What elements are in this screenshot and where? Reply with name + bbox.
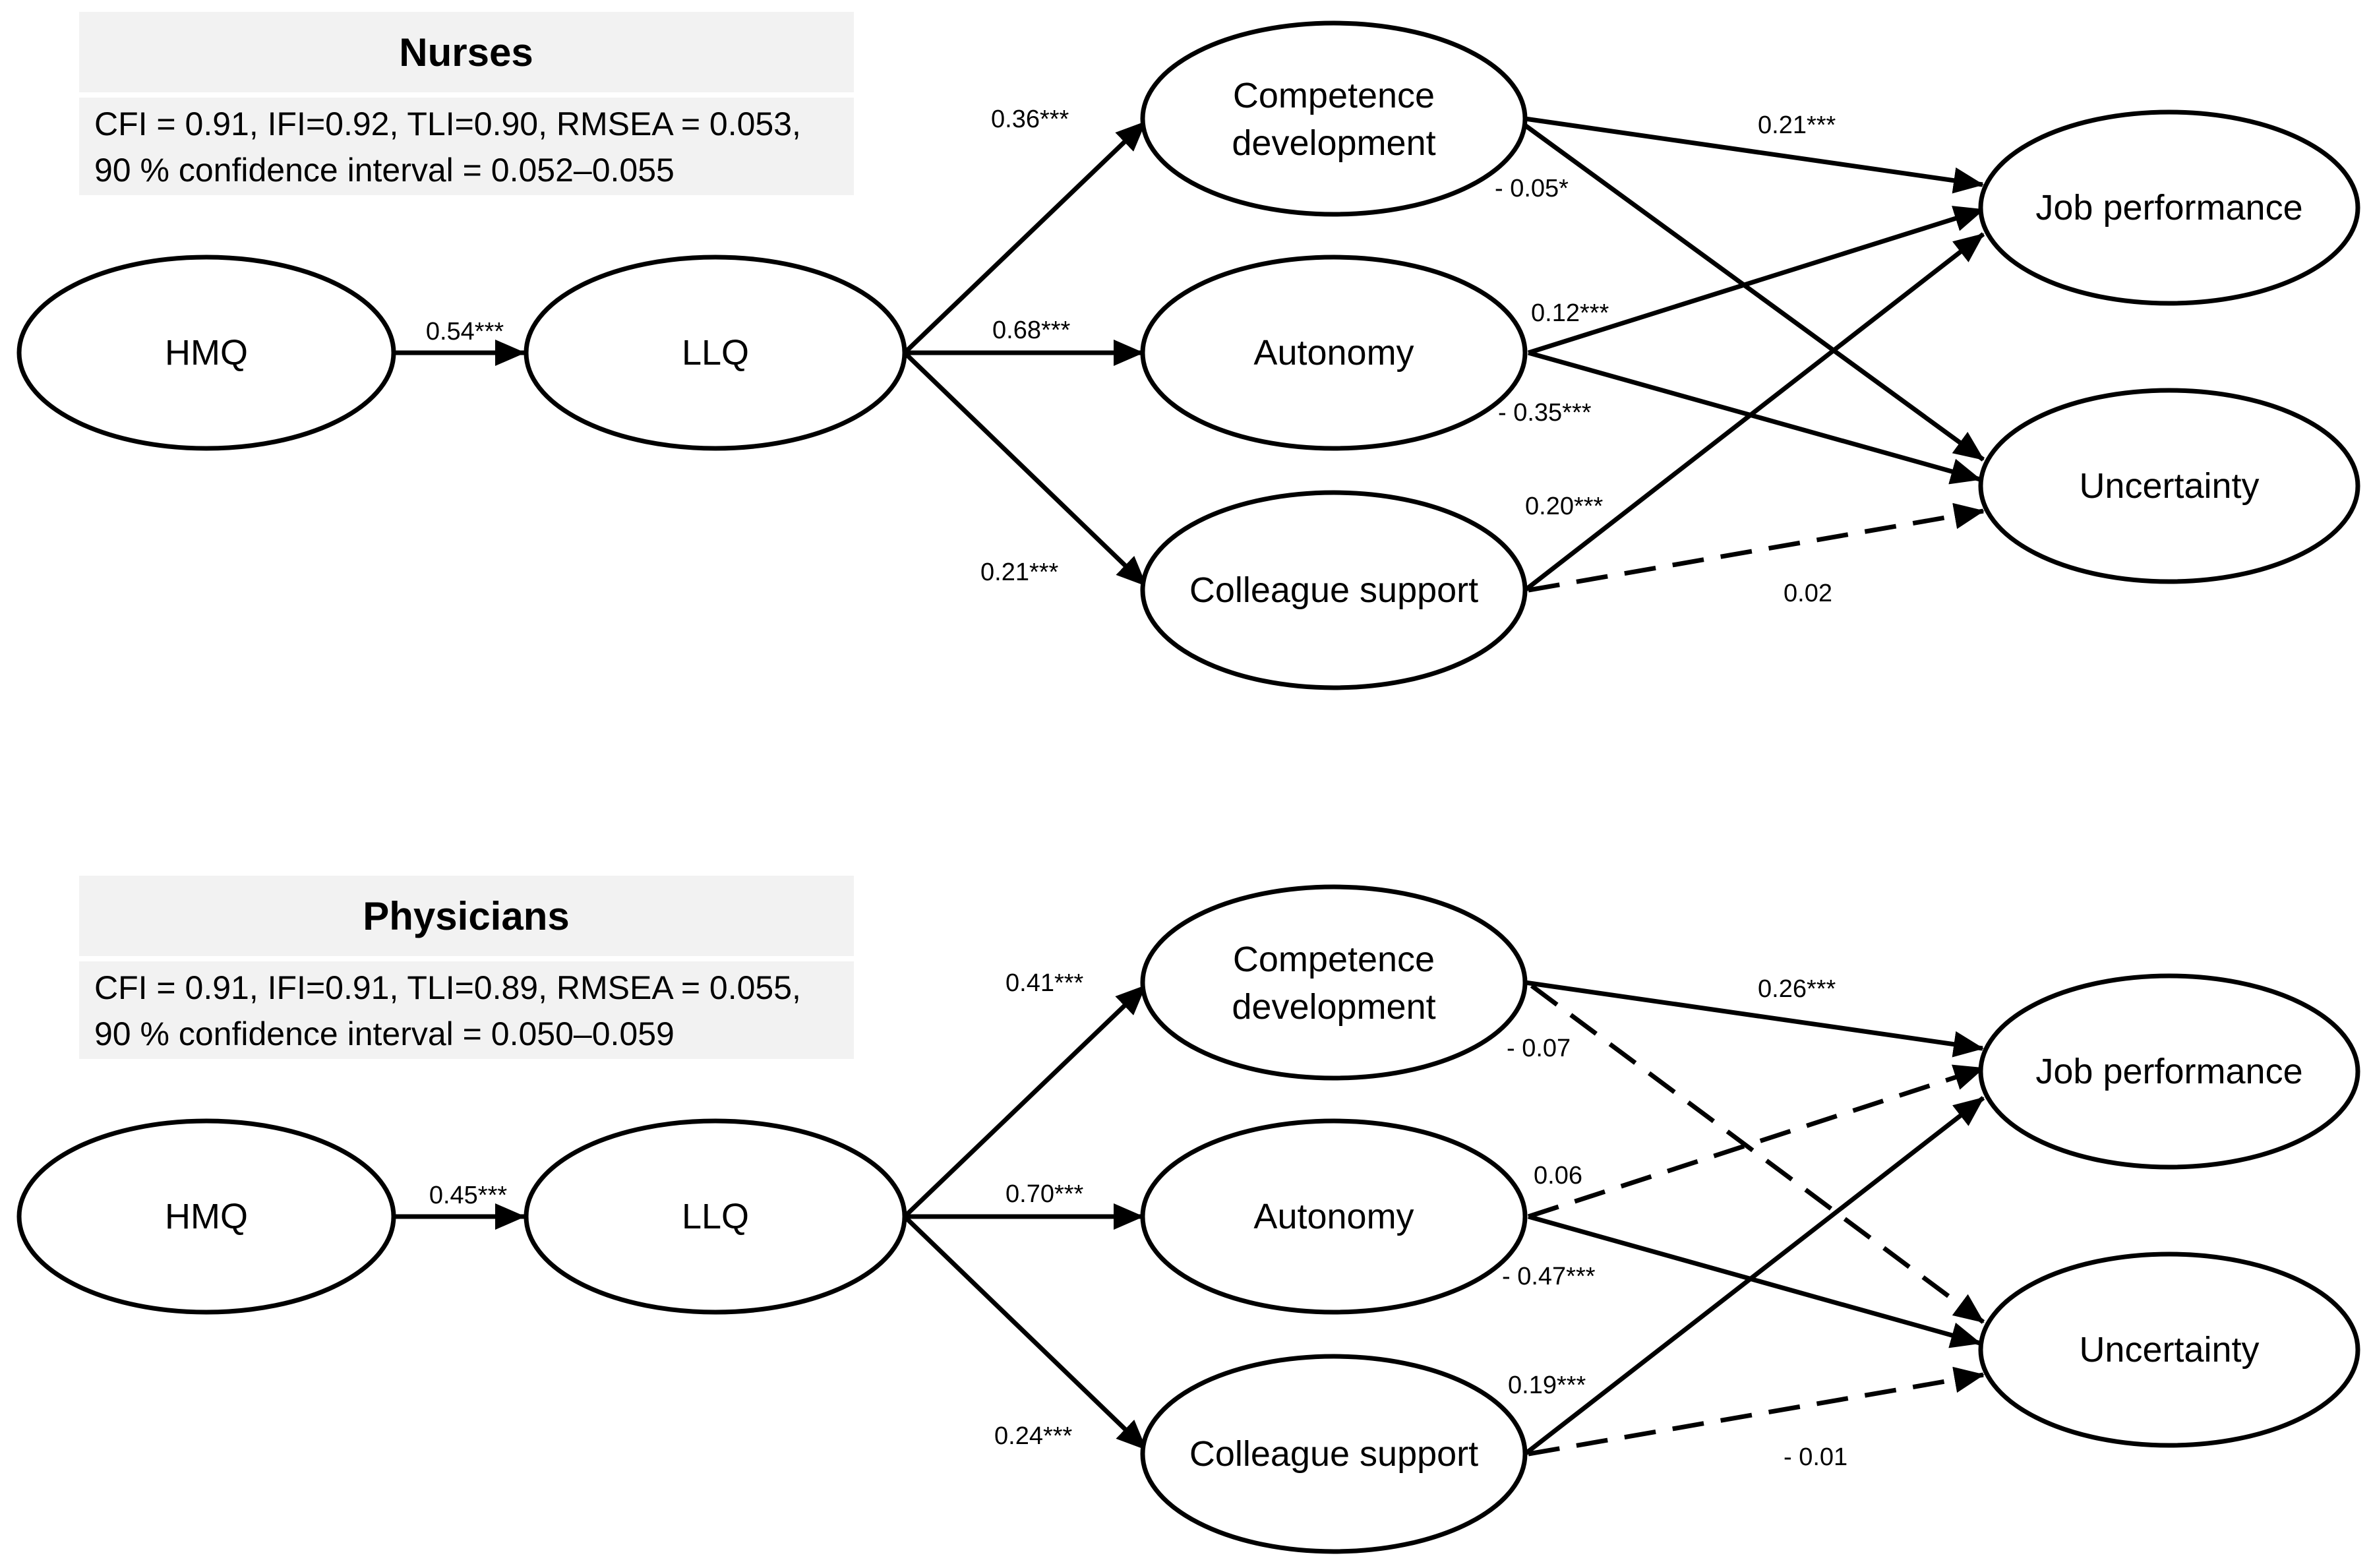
edge-autonomy-uncertainty — [1528, 350, 1981, 485]
edge-colleague-uncertainty — [1528, 502, 1985, 593]
coef-llq-colleague: 0.21*** — [980, 558, 1059, 586]
edge-llq-competence — [903, 984, 1147, 1219]
edge-autonomy-jobperf — [1527, 1064, 1985, 1219]
node-llq: LLQ — [524, 255, 907, 451]
edge-colleague-jobperf — [1523, 232, 1985, 592]
fit-box: Physicians CFI = 0.91, IFI=0.91, TLI=0.8… — [79, 876, 854, 1059]
edge-labels: 0.54*** 0.36*** 0.68*** 0.21*** 0.21*** … — [426, 106, 1836, 607]
edge-autonomy-jobperf — [1527, 206, 1985, 355]
node-label: Autonomy — [1253, 333, 1414, 373]
node-autonomy: Autonomy — [1140, 1118, 1528, 1315]
panel-title: Physicians — [363, 894, 570, 938]
node-label-line2: development — [1232, 987, 1435, 1027]
nodes: HMQ LLQ Competence development Autonomy … — [16, 20, 2360, 690]
fit-box: Nurses CFI = 0.91, IFI=0.92, TLI=0.90, R… — [79, 12, 854, 195]
node-label-line1: Competence — [1233, 940, 1435, 979]
edges — [394, 980, 1985, 1457]
edge-labels: 0.45*** 0.41*** 0.70*** 0.24*** 0.26*** … — [429, 969, 1847, 1471]
node-colleague-support: Colleague support — [1140, 1354, 1528, 1554]
coef-autonomy-jobperf: 0.12*** — [1531, 299, 1609, 327]
panel-physicians: Physicians CFI = 0.91, IFI=0.91, TLI=0.8… — [16, 876, 2360, 1554]
coef-hmq-llq: 0.45*** — [429, 1182, 508, 1209]
node-job-performance: Job performance — [1978, 109, 2360, 306]
node-label: LLQ — [682, 1197, 749, 1236]
node-uncertainty: Uncertainty — [1978, 388, 2360, 584]
coef-colleague-jobperf: 0.19*** — [1508, 1372, 1586, 1399]
coef-colleague-uncertainty: 0.02 — [1784, 580, 1832, 607]
node-label: HMQ — [165, 1197, 248, 1236]
coef-competence-uncertainty: - 0.05* — [1495, 175, 1569, 202]
coef-llq-autonomy: 0.68*** — [992, 317, 1071, 344]
coef-llq-competence: 0.36*** — [991, 106, 1069, 133]
node-label: Job performance — [2035, 188, 2302, 227]
fit-title-background — [79, 12, 854, 92]
edge-llq-competence — [903, 120, 1147, 355]
coef-colleague-uncertainty: - 0.01 — [1784, 1443, 1847, 1471]
coef-hmq-llq: 0.54*** — [426, 318, 504, 346]
node-uncertainty: Uncertainty — [1978, 1251, 2360, 1448]
coef-llq-autonomy: 0.70*** — [1005, 1180, 1084, 1208]
coef-competence-jobperf: 0.26*** — [1758, 975, 1836, 1003]
node-label: LLQ — [682, 333, 749, 373]
coef-llq-competence: 0.41*** — [1005, 969, 1084, 997]
node-hmq: HMQ — [16, 255, 396, 451]
fit-indices: CFI = 0.91, IFI=0.91, TLI=0.89, RMSEA = … — [94, 969, 801, 1006]
coef-colleague-jobperf: 0.20*** — [1525, 493, 1604, 520]
edge-colleague-jobperf — [1523, 1096, 1985, 1456]
edge-llq-colleague — [903, 351, 1148, 588]
node-label: Uncertainty — [2079, 466, 2259, 506]
panel-nurses: Nurses CFI = 0.91, IFI=0.92, TLI=0.90, R… — [16, 12, 2360, 690]
nodes: HMQ LLQ Competence development Autonomy … — [16, 884, 2360, 1554]
node-hmq: HMQ — [16, 1118, 396, 1315]
fit-stats-background — [79, 961, 854, 1059]
node-llq: LLQ — [524, 1118, 907, 1315]
node-competence-development: Competence development — [1140, 884, 1528, 1081]
coef-llq-colleague: 0.24*** — [994, 1422, 1073, 1450]
node-job-performance: Job performance — [1978, 973, 2360, 1170]
edge-colleague-uncertainty — [1528, 1366, 1985, 1457]
edges — [394, 116, 1985, 593]
fit-title-background — [79, 876, 854, 956]
node-label-line1: Competence — [1233, 76, 1435, 115]
fit-indices: CFI = 0.91, IFI=0.92, TLI=0.90, RMSEA = … — [94, 106, 801, 142]
coef-competence-jobperf: 0.21*** — [1758, 111, 1836, 139]
edge-autonomy-uncertainty — [1528, 1214, 1981, 1348]
edge-llq-colleague — [903, 1215, 1148, 1451]
node-label: Colleague support — [1189, 570, 1478, 610]
fit-confidence-interval: 90 % confidence interval = 0.052–0.055 — [94, 152, 675, 189]
panel-title: Nurses — [399, 30, 533, 75]
node-label: Job performance — [2035, 1052, 2302, 1091]
edge-competence-uncertainty — [1523, 123, 1985, 462]
node-label: Autonomy — [1253, 1197, 1414, 1236]
node-competence-development: Competence development — [1140, 20, 1528, 217]
node-autonomy: Autonomy — [1140, 255, 1528, 451]
coef-competence-uncertainty: - 0.07 — [1507, 1035, 1571, 1062]
node-label: Uncertainty — [2079, 1330, 2259, 1370]
node-label-line2: development — [1232, 123, 1435, 163]
coef-autonomy-uncertainty: - 0.35*** — [1498, 399, 1592, 427]
node-label: Colleague support — [1189, 1434, 1478, 1474]
coef-autonomy-jobperf: 0.06 — [1534, 1162, 1582, 1190]
node-label: HMQ — [165, 333, 248, 373]
coef-autonomy-uncertainty: - 0.47*** — [1502, 1263, 1596, 1290]
edge-competence-jobperf — [1524, 116, 1984, 194]
fit-confidence-interval: 90 % confidence interval = 0.050–0.059 — [94, 1015, 675, 1052]
fit-stats-background — [79, 98, 854, 195]
node-colleague-support: Colleague support — [1140, 490, 1528, 690]
edge-competence-jobperf — [1524, 980, 1984, 1058]
edge-competence-uncertainty — [1530, 984, 1985, 1324]
